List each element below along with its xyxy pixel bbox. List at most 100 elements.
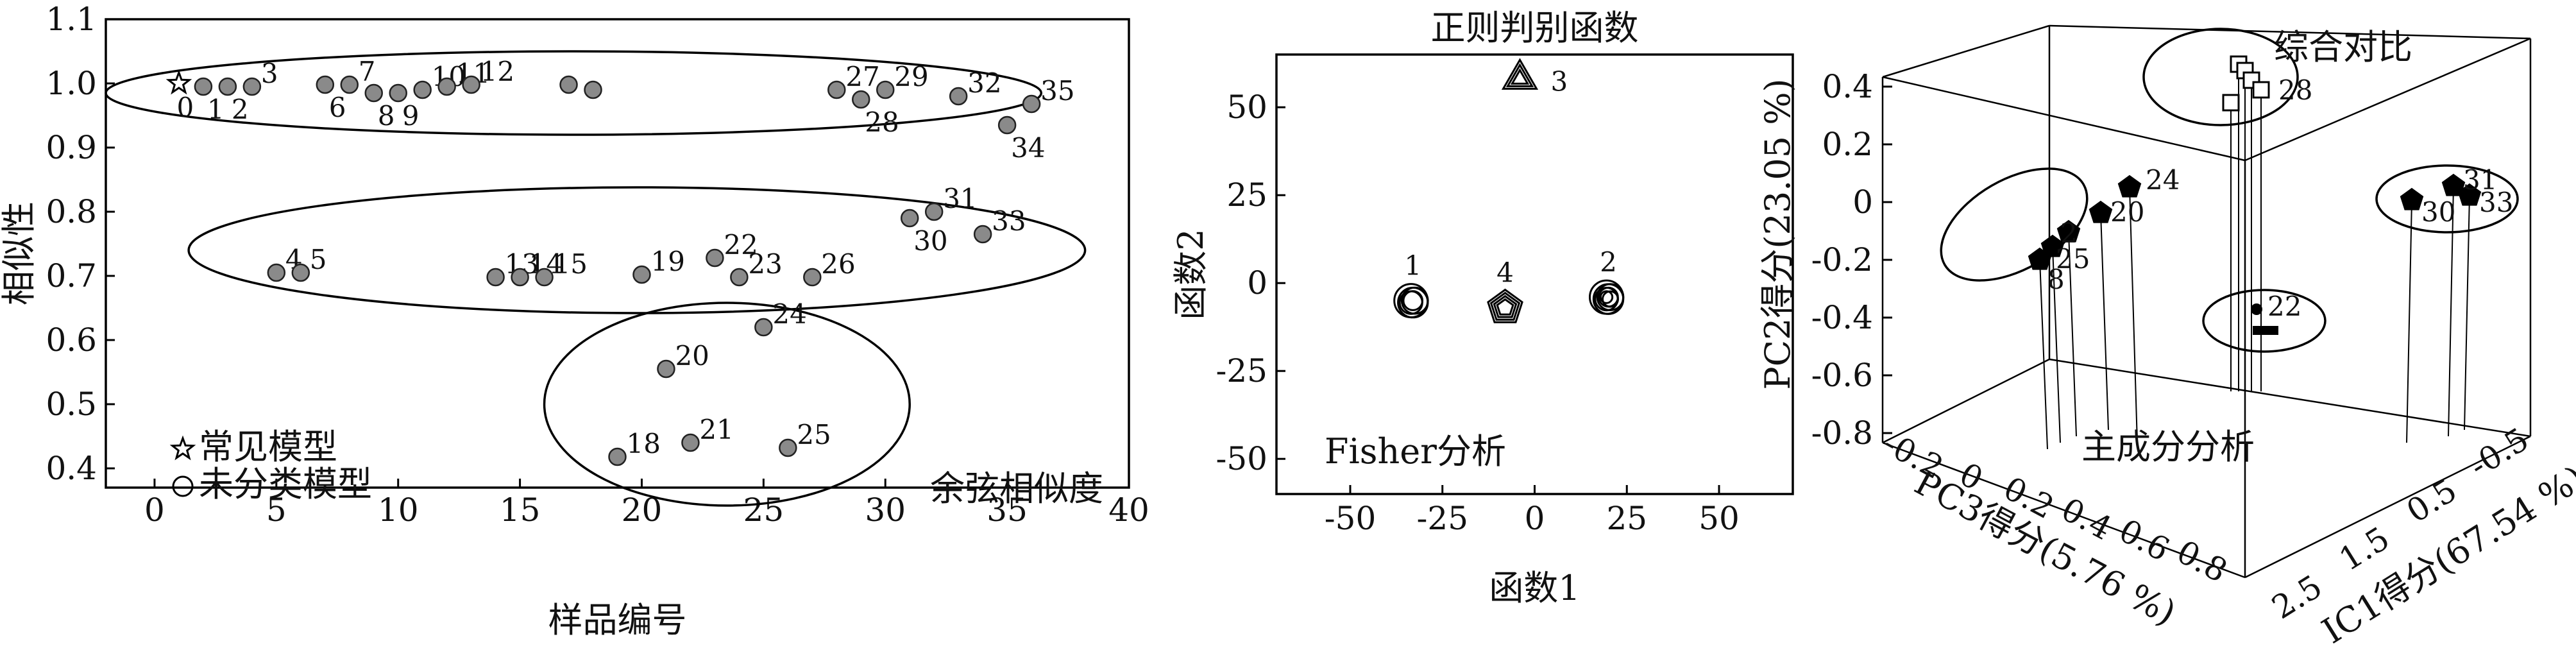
data-point xyxy=(803,268,822,287)
data-point xyxy=(218,77,237,96)
point-label: 31 xyxy=(943,183,977,214)
y-tick-label: 0 xyxy=(1247,264,1267,302)
y-axis-title: PC2得分(23.05 %) xyxy=(1758,78,1798,389)
x-tick-label: 0 xyxy=(1525,500,1545,537)
group-marker xyxy=(1489,291,1521,321)
group-marker xyxy=(1402,290,1424,311)
point-label: 9 xyxy=(402,100,419,132)
y-tick-label: 0 xyxy=(1852,183,1873,221)
stem-line xyxy=(2039,259,2048,450)
point-label: 23 xyxy=(748,248,782,280)
stem-line xyxy=(2448,185,2454,437)
point-label: 33 xyxy=(992,205,1026,237)
plot-frame xyxy=(105,18,1130,489)
data-point xyxy=(681,433,700,452)
data-point xyxy=(827,80,846,99)
x-axis-title: 函数1 xyxy=(1489,568,1580,608)
x-tick-label: 1.5 xyxy=(2333,520,2396,578)
axis-box-edge xyxy=(2049,24,2531,40)
data-point xyxy=(437,77,456,96)
pentagon-marker xyxy=(2056,219,2081,243)
pentagon-marker xyxy=(2089,200,2113,223)
stem-line xyxy=(2406,200,2412,443)
z-tick-label: 0.6 xyxy=(2113,512,2175,569)
pentagon-marker xyxy=(2441,173,2466,196)
legend-label: 未分类模型 xyxy=(199,464,372,504)
data-point xyxy=(340,75,359,94)
x-tick-label: 5 xyxy=(266,491,287,529)
point-label: 20 xyxy=(2110,196,2144,228)
x-tick-label: 0.5 xyxy=(2400,472,2463,530)
data-point xyxy=(706,248,724,268)
data-point xyxy=(997,115,1017,135)
axis-box-edge xyxy=(1882,24,2050,78)
small-marker xyxy=(2253,326,2278,335)
data-point xyxy=(973,225,992,244)
point-label: 24 xyxy=(2146,164,2180,196)
x-tick-label: 10 xyxy=(378,491,419,529)
data-point xyxy=(924,202,944,221)
axis-box-edge xyxy=(1882,358,2050,444)
group-label: 3 xyxy=(1551,65,1568,97)
y-tick-label: 0.5 xyxy=(46,386,97,423)
y-tick-label: -50 xyxy=(1216,440,1267,477)
stem-line xyxy=(2129,187,2138,443)
y-tick-label: 1.1 xyxy=(46,1,97,38)
data-point xyxy=(632,265,651,284)
point-label: 12 xyxy=(480,56,514,87)
point-label: 3 xyxy=(261,58,278,89)
point-label: 24 xyxy=(772,298,806,330)
point-label: 1 xyxy=(207,94,225,125)
legend-label: 综合对比 xyxy=(2274,27,2412,67)
plot-frame xyxy=(1275,53,1794,495)
point-label: 31 xyxy=(2463,164,2497,196)
y-tick-label: -0.4 xyxy=(1811,299,1873,336)
group-marker xyxy=(1505,63,1534,87)
axis-box-edge xyxy=(1882,441,2246,579)
square-marker xyxy=(2252,81,2270,99)
x-tick-label: 30 xyxy=(865,491,906,529)
data-point xyxy=(608,447,627,466)
point-label: 21 xyxy=(699,414,733,445)
point-label: 30 xyxy=(913,225,947,257)
data-point xyxy=(852,90,870,109)
data-point xyxy=(267,263,286,282)
point-label: 35 xyxy=(1040,75,1074,107)
axis-box-edge xyxy=(2244,435,2531,579)
point-label: 19 xyxy=(650,246,684,277)
annotation: 余弦相似度 xyxy=(930,468,1103,509)
point-label: 34 xyxy=(1011,132,1045,164)
x-tick-label: -50 xyxy=(1325,500,1377,537)
point-label: 5 xyxy=(310,244,327,275)
axis-box-edge xyxy=(2244,37,2531,162)
legend-circle-icon xyxy=(172,475,194,497)
point-label: 20 xyxy=(675,340,709,371)
pentagon-marker xyxy=(2457,183,2482,206)
y-tick-label: 0.4 xyxy=(46,450,97,487)
y-tick-label: 0.9 xyxy=(46,129,97,166)
data-point xyxy=(242,77,262,96)
y-tick-label: 0.8 xyxy=(46,193,97,230)
point-label: 30 xyxy=(2421,196,2455,228)
y-tick-label: -0.2 xyxy=(1811,241,1873,278)
point-label: 2 xyxy=(2060,217,2078,249)
cluster-ellipse xyxy=(187,186,1087,314)
data-point xyxy=(779,438,797,457)
stem-line xyxy=(2464,195,2470,431)
data-point xyxy=(511,268,529,287)
axis-box-edge xyxy=(2049,358,2531,438)
data-point xyxy=(194,77,213,96)
y-tick-label: 0.7 xyxy=(46,257,97,294)
y-tick-label: -0.6 xyxy=(1811,357,1873,394)
point-label: 7 xyxy=(359,56,376,87)
y-axis-title: 相似性 xyxy=(0,201,39,305)
z-tick-label: 0.8 xyxy=(2171,533,2233,590)
x-tick-label: -25 xyxy=(1416,500,1468,537)
group-label: 1 xyxy=(1404,250,1421,282)
axis-box-edge xyxy=(1882,76,2246,162)
group-marker xyxy=(1510,68,1530,85)
x-tick-label: 0 xyxy=(144,491,165,529)
y-tick-label: -25 xyxy=(1216,352,1267,389)
point-label: 28 xyxy=(2278,74,2312,106)
